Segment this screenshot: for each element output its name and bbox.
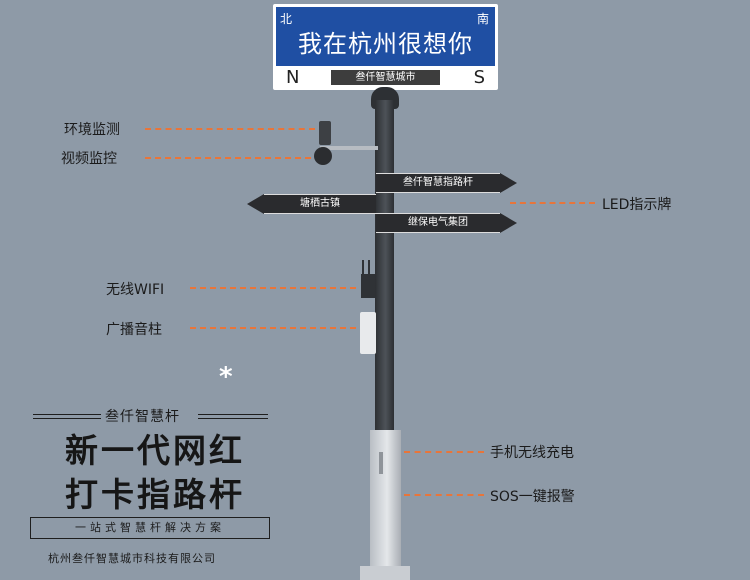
direction-arrow-left: 塘栖古镇 [247,194,376,214]
callout-video: 视频监控 [61,151,117,167]
company-name: 杭州叁仟智慧城市科技有限公司 [48,552,216,565]
direction-arrow-right-1: 叁仟智慧指路杆 [376,173,517,193]
brand-tagline: 一站式智慧杆解决方案 [30,517,270,539]
star-decoration: * [219,362,233,392]
pole-base [370,430,401,578]
street-sign-bottom: N 叁仟智慧城市 S [276,66,495,88]
camera-icon [314,147,332,165]
callout-line [145,157,311,159]
callout-line [190,287,356,289]
brand-divider [198,418,268,419]
pole [375,100,394,435]
speaker-icon [360,312,376,354]
north-en-label: N [286,67,300,88]
street-sign-panel: 北 南 我在杭州很想你 [276,7,495,66]
brand-divider [198,414,268,415]
callout-line [510,202,595,204]
callout-speaker: 广播音柱 [106,322,162,338]
device-arm [320,146,378,150]
street-sign-title: 我在杭州很想你 [298,30,473,58]
callout-wifi: 无线WIFI [106,282,165,298]
direction-arrow-right-2: 继保电气集团 [376,213,517,233]
callout-charging: 手机无线充电 [490,445,574,461]
callout-led: LED指示牌 [602,197,672,213]
brand-divider [33,414,101,415]
charging-slot [379,452,383,474]
callout-environment: 环境监测 [64,122,120,138]
antenna-icon [368,260,370,274]
brand-subtitle: 叁仟智慧杆 [105,409,180,425]
south-cn-label: 南 [476,12,489,26]
callout-line [404,494,484,496]
callout-line [404,451,484,453]
north-cn-label: 北 [280,12,293,26]
callout-sos: SOS一键报警 [490,489,575,505]
brand-headline-1: 新一代网红 [65,431,245,470]
south-en-label: S [473,67,485,88]
environment-sensor-icon [319,121,331,145]
antenna-icon [362,260,364,274]
wifi-device-icon [361,274,375,298]
brand-headline-2: 打卡指路杆 [65,475,245,514]
callout-line [145,128,315,130]
brand-divider [33,418,101,419]
street-sign-org: 叁仟智慧城市 [331,70,440,85]
pole-foot [360,566,410,580]
callout-line [190,327,356,329]
